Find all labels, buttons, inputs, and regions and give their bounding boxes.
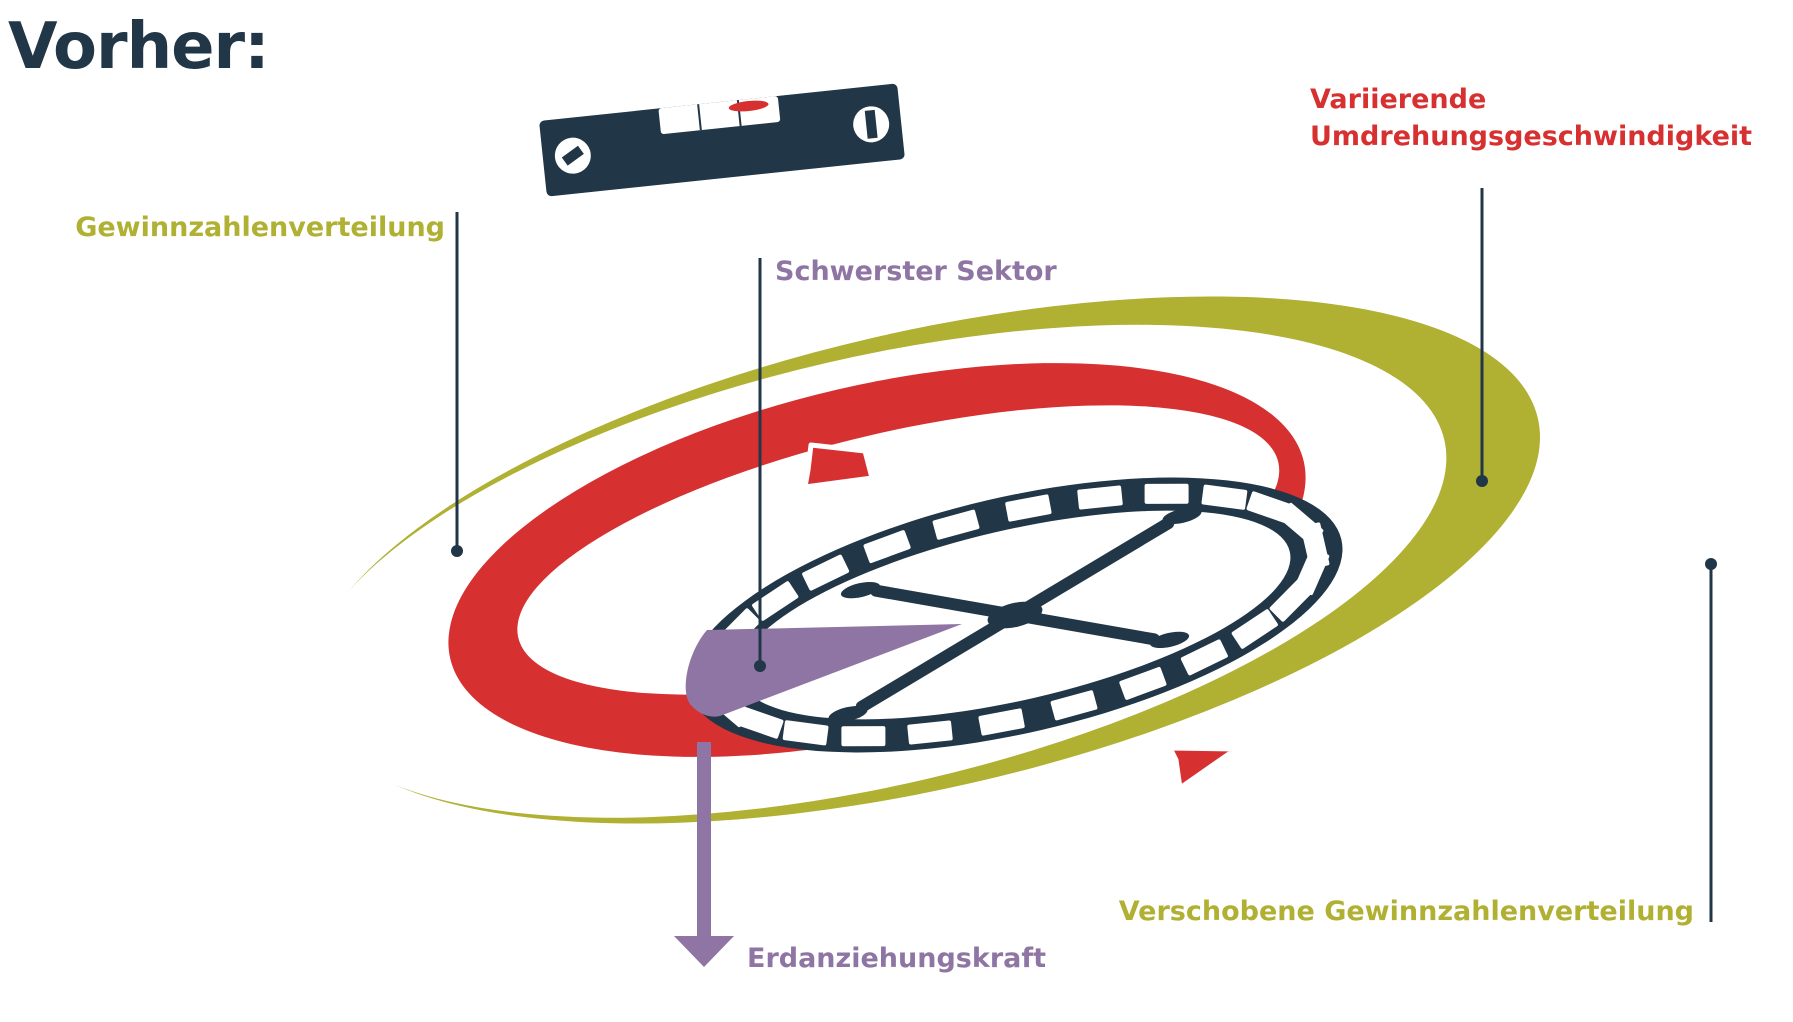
roulette-wheel-icon: [687, 477, 1343, 753]
wheel-pocket: [1119, 666, 1167, 700]
label-schwerster-sektor: Schwerster Sektor: [775, 256, 1057, 287]
wheel-pocket: [841, 726, 886, 747]
wheel-pocket: [1077, 485, 1123, 510]
wheel-pocket: [752, 581, 799, 621]
wheel-pocket: [1050, 690, 1098, 721]
leader-lines: [451, 188, 1717, 922]
wheel-pocket: [1144, 483, 1189, 504]
wheel-pocket: [1005, 494, 1052, 522]
speed-arrow-left-icon: [802, 442, 875, 490]
down-arrow-icon: [674, 742, 734, 967]
heaviest-sector-wedge: [685, 624, 962, 717]
label-verschobene-gewinnzahlenverteilung: Verschobene Gewinnzahlenverteilung: [1119, 896, 1694, 927]
label-erdanziehungskraft: Erdanziehungskraft: [747, 943, 1046, 974]
wheel-pocket: [1231, 609, 1278, 649]
label-umdrehungsgeschwindigkeit: Umdrehungsgeschwindigkeit: [1310, 121, 1752, 152]
speed-arrow-right-icon: [1167, 745, 1239, 791]
wheel-pocket: [978, 708, 1025, 736]
spirit-level-icon: [539, 83, 905, 197]
label-variierende: Variierende: [1310, 84, 1486, 115]
page-title: Vorher:: [8, 10, 269, 84]
wheel-pocket: [932, 509, 980, 540]
wheel-pocket: [782, 720, 829, 746]
wheel-pocket: [1269, 577, 1314, 622]
wheel-pocket: [1180, 639, 1228, 676]
wheel-pocket: [802, 554, 850, 591]
wheel-pocket: [907, 720, 953, 745]
wheel-pocket: [1201, 484, 1248, 510]
wheel-pocket: [863, 530, 911, 564]
wheel-pocket: [1278, 502, 1324, 545]
label-gewinnzahlenverteilung: Gewinnzahlenverteilung: [75, 212, 445, 243]
